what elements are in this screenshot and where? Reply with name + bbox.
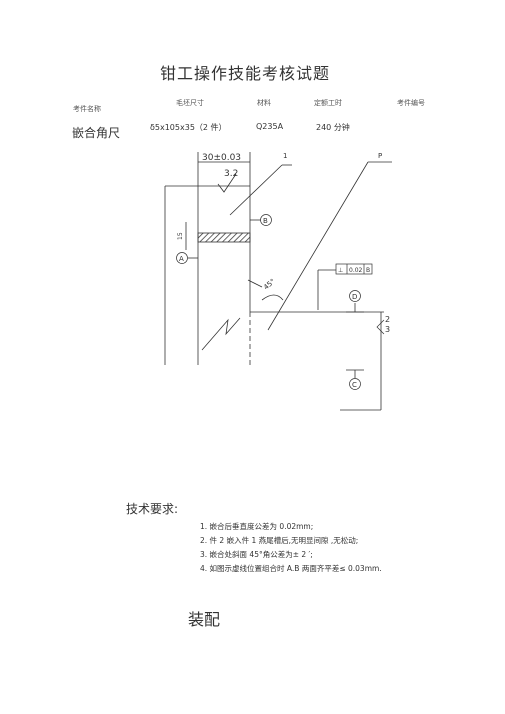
requirement-item-3: 3. 嵌合处斜面 45°角公差为± 2 ′; — [200, 550, 313, 559]
dim-top-label: 30±0.03 — [202, 153, 241, 163]
datum-d-label: D — [352, 293, 357, 301]
assembly-label: 装配 — [188, 610, 221, 629]
header-part-no: 考件编号 — [397, 99, 425, 107]
dim-vertical-label: 15 — [177, 232, 184, 240]
gdt-value: 0.02 — [349, 267, 363, 274]
requirements-title: 技术要求: — [126, 502, 179, 516]
header-rated-time: 定额工时 — [314, 99, 342, 107]
requirement-item-1: 1. 嵌合后垂直度公差为 0.02mm; — [200, 522, 314, 531]
gdt-datum: B — [366, 267, 370, 274]
side-3-label: 3 — [385, 325, 390, 334]
page-title: 钳工操作技能考核试题 — [160, 64, 331, 83]
material-value: Q235A — [256, 122, 284, 131]
blank-size-value: δ5x105x35（2 件） — [150, 123, 227, 132]
rated-time-value: 240 分钟 — [316, 123, 350, 132]
gdt-symbol: ⊥ — [338, 267, 343, 274]
requirement-item-4: 4. 如图示虚线位置组合时 A.B 两面齐平差≤ 0.03mm. — [200, 564, 382, 573]
header-part-name: 考件名称 — [73, 105, 101, 113]
side-2-label: 2 — [385, 315, 390, 324]
datum-c-label: C — [352, 381, 357, 389]
header-blank-size: 毛坯尺寸 — [176, 99, 204, 107]
part-name-value: 嵌合角尺 — [72, 126, 121, 140]
leader-1-label: 1 — [283, 152, 287, 160]
angle-label: 45° — [262, 277, 277, 291]
datum-b-label: B — [263, 217, 268, 225]
header-material: 材料 — [257, 99, 271, 107]
roughness-label: 3.2 — [224, 169, 238, 179]
leader-p-label: P — [378, 152, 382, 160]
datum-a-label: A — [179, 255, 184, 263]
requirement-item-2: 2. 件 2 嵌入件 1 燕尾槽后,无明显间隙 ,无松动; — [200, 536, 359, 545]
